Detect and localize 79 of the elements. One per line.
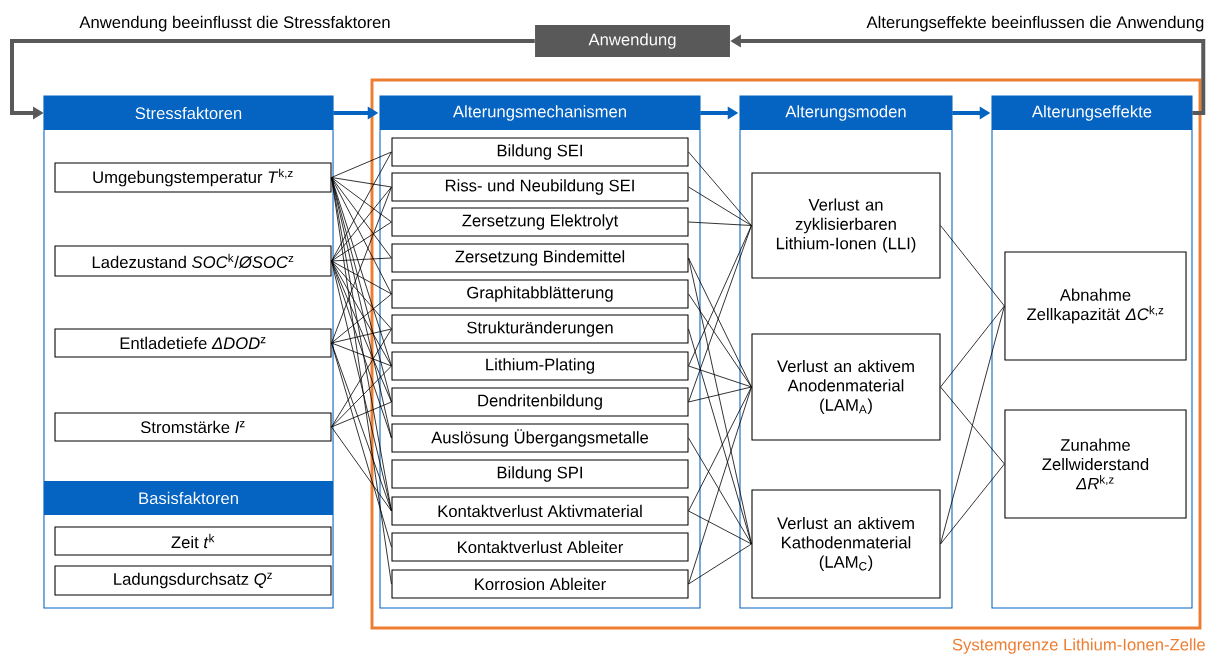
connector (940, 305, 1005, 388)
connector (331, 151, 392, 178)
connector (331, 328, 392, 344)
header-bar: Stressfaktoren (44, 96, 334, 130)
factor-box: Umgebungstemperatur T$^{k,z}$ (54, 162, 332, 193)
factor-box: Korrosion Ableiter (391, 569, 689, 599)
edge-label: Anwendung beeinflusst die Stressfaktoren (78, 14, 392, 33)
header-bar: Alterungsmoden (740, 96, 952, 130)
factor-box: Strukturänderungen (391, 314, 689, 344)
factor-box: Verlust an zyklisierbaren Lithium-Ionen (LLI) (751, 172, 941, 279)
connector (688, 386, 752, 512)
connector (940, 463, 1005, 545)
factor-box: Graphitabblätterung (391, 279, 689, 309)
connector (688, 186, 752, 226)
factor-box: Lithium-Plating (391, 351, 689, 381)
factor-box: Riss- und Neubildung SEI (391, 172, 689, 202)
factor-box: Auslösung Übergangsmetalle (391, 423, 689, 453)
connector (331, 186, 392, 344)
factor-box: Bildung SPI (391, 459, 689, 489)
connector (331, 260, 392, 512)
factor-box: Kontaktverlust Aktivmaterial (391, 496, 689, 526)
connector (688, 437, 752, 545)
edge-label: Alterungseffekte beeinflussen die Anwendung (865, 14, 1206, 33)
factor-box: Ladezustand SOC$^{k}$/ØSOC$^{z}$ (54, 245, 332, 277)
factor-box: Stromstärke I$^{z}$ (54, 412, 332, 442)
connector (940, 386, 1005, 465)
panel (739, 95, 953, 609)
connector (331, 260, 392, 295)
factor-box: Zunahme Zellwiderstand ΔR$^{k,z}$ (1004, 409, 1187, 519)
connector (688, 365, 752, 388)
connector (331, 221, 392, 262)
connector (331, 401, 392, 428)
connector (688, 543, 752, 585)
connector (331, 426, 392, 512)
panel (43, 95, 334, 609)
connector (688, 293, 752, 388)
factor-box: Zeit t$^{k}$ (54, 526, 332, 556)
node-label: Systemgrenze Lithium-Ionen-Zelle (952, 638, 1205, 654)
factor-box: Entladetiefe ΔDOD$^{z}$ (54, 328, 332, 358)
connector (688, 225, 752, 403)
connector (688, 328, 752, 545)
factor-box: Zersetzung Elektrolyt (391, 207, 689, 237)
connector (688, 221, 752, 226)
panel (379, 95, 701, 609)
connector (331, 177, 392, 585)
header-bar: Basisfaktoren (44, 481, 334, 515)
connector (688, 510, 752, 545)
factor-box: Verlust an aktivem Anodenmaterial (LAM$_{A}$) (751, 333, 941, 441)
connector (331, 151, 392, 262)
connector (688, 151, 752, 226)
factor-box: Dendritenbildung (391, 387, 689, 417)
factor-box: Abnahme Zellkapazität ΔC$^{k,z}$ (1004, 251, 1187, 361)
factor-box: Ladungsdurchsatz Q$^{z}$ (54, 565, 332, 596)
connector (331, 260, 392, 330)
factor-box: Zersetzung Bindemittel (391, 243, 689, 273)
connector (688, 386, 752, 585)
connector (940, 305, 1005, 545)
connector (688, 257, 752, 545)
factor-box: Bildung SEI (391, 137, 689, 167)
connector (688, 225, 752, 367)
connector (331, 365, 392, 428)
connector (940, 225, 1005, 307)
connector (331, 177, 392, 188)
connector (331, 177, 392, 223)
dark-box: Anwendung (535, 25, 730, 57)
connector (331, 328, 392, 428)
header-bar: Alterungsmechanismen (380, 96, 700, 130)
panel (991, 95, 1193, 609)
connector (331, 257, 392, 262)
connector (331, 293, 392, 344)
factor-box: Verlust an aktivem Kathodenmaterial (LAM$_{C}$) (751, 489, 941, 599)
connector (688, 386, 752, 403)
factor-box: Kontaktverlust Ableiter (391, 532, 689, 562)
connector (331, 342, 392, 548)
connector (331, 177, 392, 367)
connector (331, 342, 392, 367)
header-bar: Alterungseffekte (992, 96, 1192, 130)
connector (331, 260, 392, 367)
connector (331, 177, 392, 295)
